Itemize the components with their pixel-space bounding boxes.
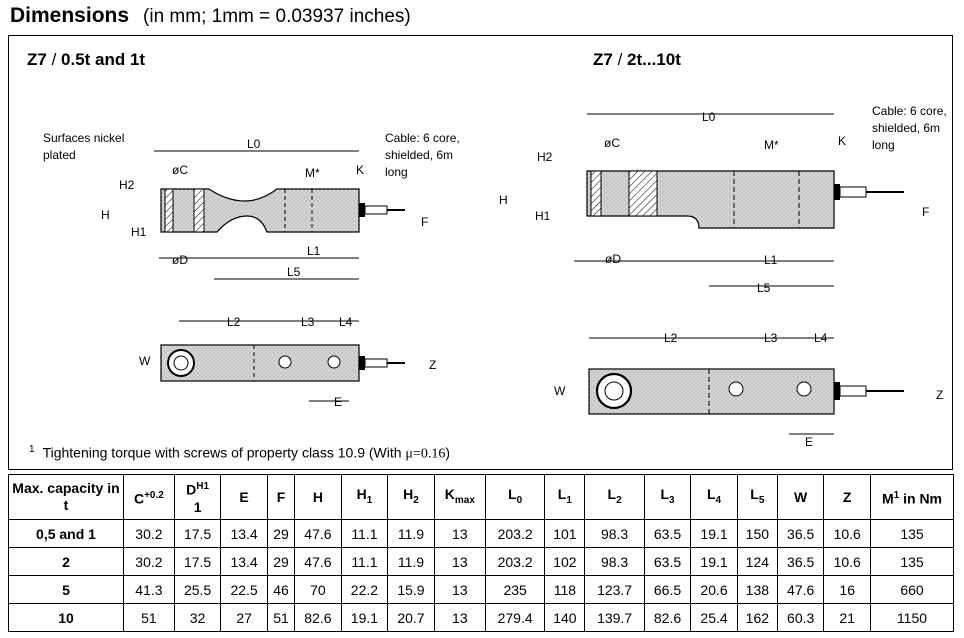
label-W-right: W: [554, 384, 566, 398]
label-L2-left: L2: [227, 315, 241, 329]
label-H1-left: H1: [131, 225, 147, 239]
label-M-right: M*: [764, 138, 779, 152]
label-L5-left: L5: [287, 265, 301, 279]
label-Z-right: Z: [936, 388, 943, 402]
label-M-left: M*: [305, 166, 320, 180]
label-L2-right: L2: [664, 331, 678, 345]
col-C: C+0.2: [123, 474, 175, 520]
col-H: H: [294, 474, 342, 520]
drawing-frame: Z7 / 0.5t and 1t Z7 / 2t...10t Surfaces …: [8, 35, 953, 470]
label-F-left: F: [421, 215, 428, 229]
label-L1-left: L1: [307, 244, 321, 258]
title-units: (in mm; 1mm = 0.03937 inches): [143, 6, 411, 27]
left-cable-note: Cable: 6 core, shielded, 6m long: [385, 131, 460, 179]
label-K-left: K: [356, 163, 364, 177]
label-E-right: E: [805, 435, 813, 449]
col-capacity: Max. capacity in t: [8, 474, 124, 520]
label-L1-right: L1: [764, 253, 778, 267]
col-L0: L0: [484, 474, 546, 520]
label-C-right: øC: [604, 136, 620, 150]
title-main: Dimensions: [10, 4, 130, 27]
left-top-view: [160, 320, 405, 402]
label-H-left: H: [101, 208, 110, 222]
label-L3-left: L3: [301, 315, 315, 329]
col-L4: L4: [690, 474, 738, 520]
col-H2: H2: [387, 474, 435, 520]
label-L4-left: L4: [339, 315, 353, 329]
left-side-view: [154, 150, 405, 280]
col-H1: H1: [340, 474, 389, 520]
label-H-right: H: [499, 193, 508, 207]
left-panel-heading: Z7 / 0.5t and 1t: [27, 50, 146, 69]
label-L0-right: L0: [702, 110, 716, 124]
col-E: E: [220, 474, 268, 520]
col-L3: L3: [643, 474, 692, 520]
label-D-right: øD: [605, 252, 621, 266]
right-panel-heading: Z7 / 2t...10t: [593, 50, 681, 69]
right-cable-note: Cable: 6 core, shielded, 6m long: [872, 104, 947, 152]
label-L4-right: L4: [814, 331, 828, 345]
label-D-left: øD: [172, 253, 188, 267]
label-L3-right: L3: [764, 331, 778, 345]
col-L2: L2: [584, 474, 645, 520]
right-side-view: [574, 113, 904, 287]
label-Z-left: Z: [429, 358, 436, 372]
col-M: M1 in Nm: [870, 474, 954, 520]
surface-note: Surfaces nickel plated: [43, 131, 125, 162]
col-L1: L1: [544, 474, 586, 520]
label-H2-right: H2: [537, 150, 553, 164]
col-Z: Z: [823, 474, 871, 520]
label-W-left: W: [139, 354, 151, 368]
label-L5-right: L5: [757, 281, 771, 295]
label-C-left: øC: [172, 163, 188, 177]
label-F-right: F: [922, 205, 929, 219]
col-L5: L5: [736, 474, 778, 520]
col-W: W: [776, 474, 825, 520]
label-E-left: E: [334, 395, 342, 409]
technical-drawing: L0 L1 L5 H2 H H1 øC øD K M* F L2 L3 L4 W…: [101, 110, 943, 449]
col-Kmax: Kmax: [433, 474, 486, 520]
label-H2-left: H2: [119, 178, 135, 192]
col-F: F: [266, 474, 296, 520]
label-L0-left: L0: [247, 137, 261, 151]
page-title: Dimensions (in mm; 1mm = 0.03937 inches): [10, 4, 411, 28]
right-top-view: [588, 337, 904, 435]
label-K-right: K: [838, 134, 846, 148]
label-H1-right: H1: [535, 209, 551, 223]
